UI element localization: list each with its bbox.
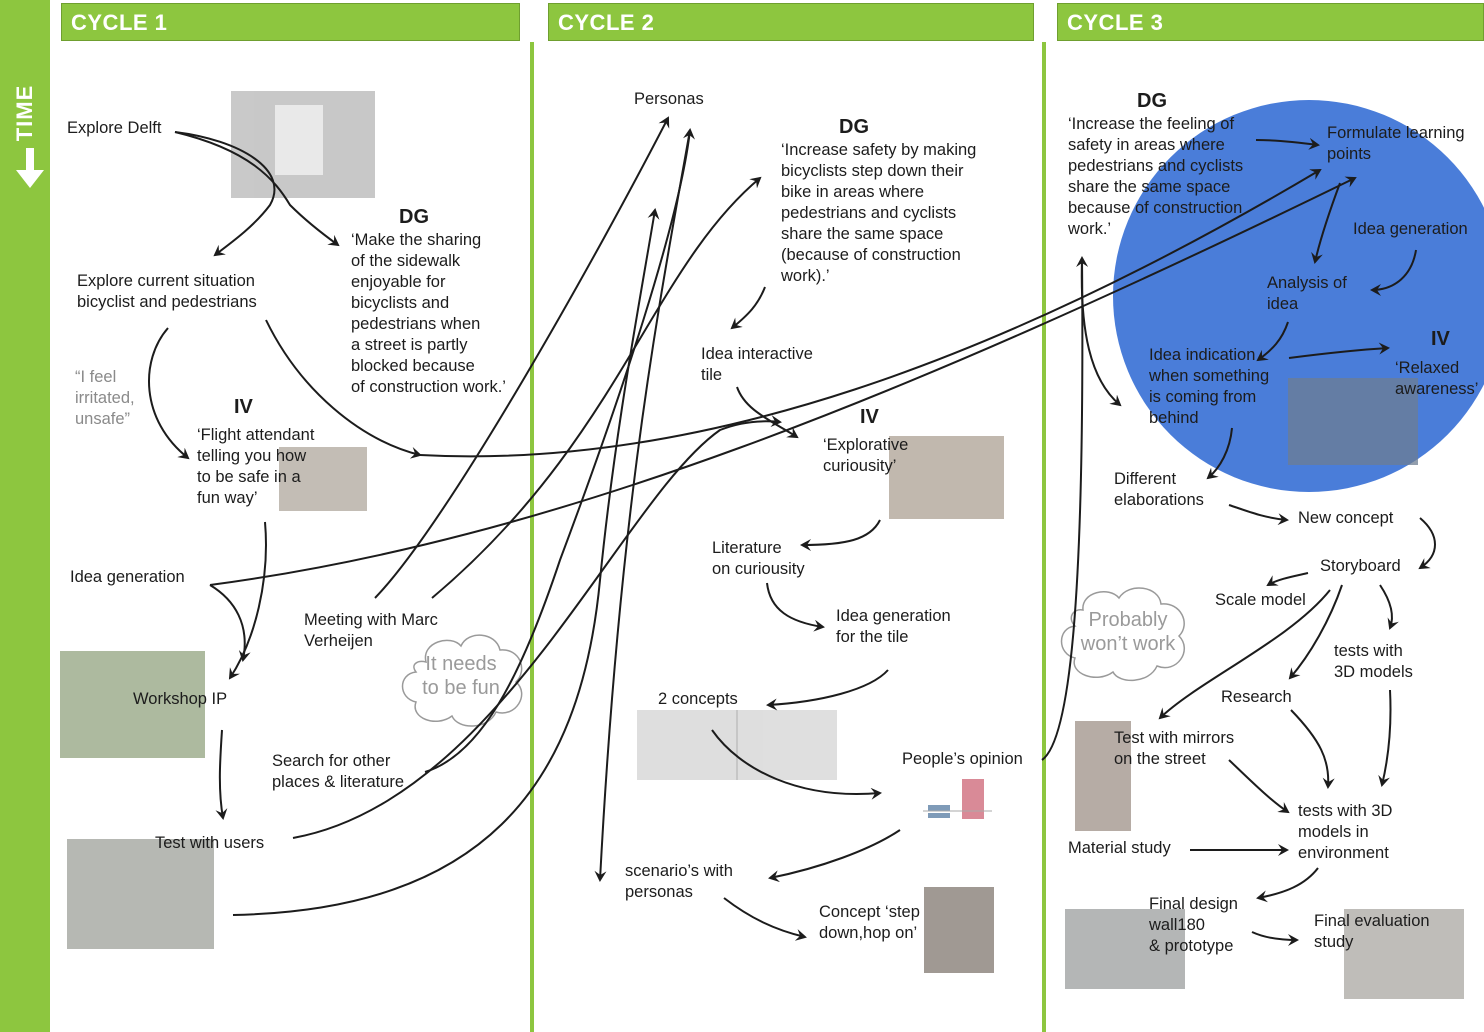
photo-child [889,436,1004,519]
research: Research [1221,688,1292,706]
dg-text: ‘Make the sharing of the sidewalk enjoya… [351,231,506,396]
iv-text: ‘Explorative curiousity’ [823,436,909,475]
explore-current-situation: Explore current situation bicyclist and … [77,272,257,311]
tests-3d-environment: tests with 3D models in environment [1298,802,1393,862]
literature-curiousity: Literature on curiousity [712,539,805,578]
photo-mirrors [1075,721,1131,831]
meeting-marc: Meeting with Marc Verheijen [304,611,438,650]
photo-workshop [60,651,205,758]
dg-label: DG [1137,90,1167,112]
iv-label: IV [234,396,253,418]
new-concept: New concept [1298,509,1394,527]
header-cycle-2: CYCLE 2 [548,3,1034,41]
photo-relaxed [1288,378,1418,465]
workshop-ip: Workshop IP [133,690,228,708]
two-concepts: 2 concepts [658,690,738,708]
analysis-of-idea: Analysis of idea [1267,274,1347,313]
concept-step-down: Concept ‘step down,hop on’ [819,903,920,942]
time-axis: TIME [5,70,45,200]
photo-final-design [1065,909,1185,989]
cloud-text: Probably won’t work [1080,609,1176,655]
photo-two-concepts [637,710,837,780]
personas: Personas [634,90,704,108]
header-cycle-1: CYCLE 1 [61,3,520,41]
dg-label: DG [399,206,429,228]
divider-cycle-1-2 [530,42,534,1032]
iv-label: IV [860,406,879,428]
peoples-opinion: People’s opinion [902,750,1023,768]
explore-delft: Explore Delft [67,119,162,137]
header-cycle-3: CYCLE 3 [1057,3,1484,41]
idea-interactive-tile: Idea interactive tile [701,345,813,384]
cloud-icon [1060,587,1185,681]
test-with-users: Test with users [155,834,265,852]
iv-label: IV [1431,328,1450,350]
tests-3d-models: tests with 3D models [1334,642,1413,681]
photo-final-eval [1344,909,1464,999]
idea-generation-tile: Idea generation for the tile [836,607,951,646]
storyboard: Storyboard [1320,557,1401,575]
iv-text: ‘Flight attendant telling you how to be … [197,426,315,507]
material-study: Material study [1068,839,1171,857]
photo-flight-attendant [279,447,367,511]
iv-text: ‘Relaxed awareness’ [1395,359,1479,398]
down-arrow-icon [16,148,44,188]
cloud-icon [401,634,523,727]
divider-cycle-2-3 [1042,42,1046,1032]
final-design: Final design wall180 & prototype [1149,895,1238,955]
photo-concept [924,887,994,973]
formulate-learning-points: Formulate learning points [1327,124,1465,163]
opinion-chart-icon [923,779,992,819]
cloud-text: It needs to be fun [422,653,500,699]
idea-indication: Idea indication when something is coming… [1149,346,1270,427]
dg-label: DG [839,116,869,138]
search-literature: Search for other places & literature [272,752,405,791]
idea-generation: Idea generation [1353,220,1468,238]
idea-generation: Idea generation [70,568,185,586]
scenarios-personas: scenario’s with personas [625,862,733,901]
different-elaborations: Different elaborations [1114,470,1204,509]
photo-test-users [67,839,214,949]
scale-model: Scale model [1215,591,1306,609]
final-evaluation: Final evaluation study [1314,912,1430,951]
test-with-mirrors: Test with mirrors on the street [1114,729,1235,768]
photo-delft-sign [231,91,375,198]
dg-text: ‘Increase safety by making bicyclists st… [781,141,977,285]
quote-irritated: “I feel irritated, unsafe” [75,368,135,428]
dg-text: ‘Increase the feeling of safety in areas… [1068,115,1244,238]
